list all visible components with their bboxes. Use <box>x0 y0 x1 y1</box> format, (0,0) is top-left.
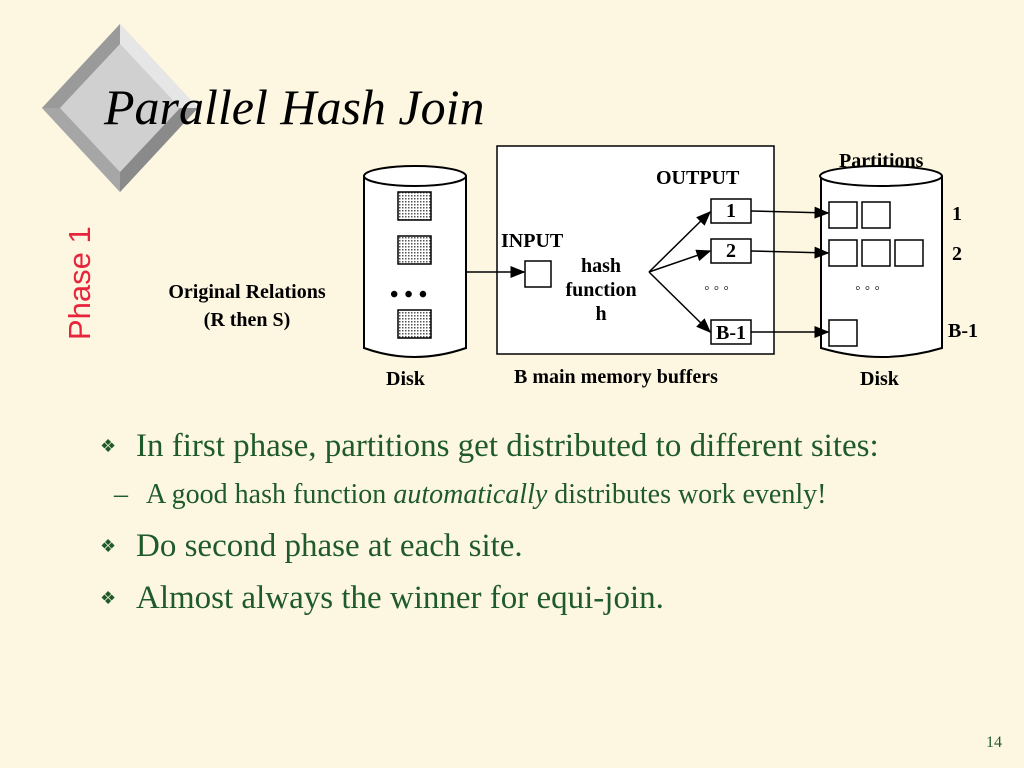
output-buffer-1 <box>710 198 752 224</box>
arrow-hash-to-out1 <box>648 210 712 273</box>
bullet-item: ❖ Almost always the winner for equi-join… <box>100 576 920 620</box>
partition-block <box>894 239 924 267</box>
arrow-hash-to-out2 <box>648 249 712 273</box>
relation-page-block <box>397 309 432 339</box>
right-disk-label: Disk <box>860 368 899 390</box>
diamond-bullet-icon: ❖ <box>100 436 117 456</box>
relation-page-block <box>397 235 432 265</box>
hash-join-diagram <box>363 145 943 358</box>
output-dots: ◦ ◦ ◦ <box>704 280 730 297</box>
input-buffer <box>524 260 552 288</box>
partition-label-b-1: B-1 <box>948 320 978 342</box>
input-label: INPUT <box>501 230 564 252</box>
left-disk <box>363 165 467 358</box>
partition-block <box>828 239 858 267</box>
left-disk-label: Disk <box>386 368 425 390</box>
page-number: 14 <box>986 734 1002 751</box>
arrow-out2-to-part <box>750 246 830 259</box>
diamond-logo <box>42 24 198 192</box>
slide-title: Parallel Hash Join <box>104 79 485 135</box>
bullet-item: ❖ In first phase, partitions get distrib… <box>100 424 920 468</box>
partition-label-2: 2 <box>952 243 962 265</box>
relation-dots: • • • <box>390 282 428 308</box>
partition-block <box>861 239 891 267</box>
hash-function-label: hash function h <box>565 255 637 325</box>
dash-bullet-icon: – <box>114 479 128 510</box>
partition-block <box>828 201 858 229</box>
output-buffer-2 <box>710 238 752 264</box>
original-relations-label: Original Relations (R then S) <box>168 281 326 331</box>
arrow-hash-to-outb1 <box>648 271 712 334</box>
bullet-item: ❖ Do second phase at each site. <box>100 524 920 568</box>
output-buffer-b-1-label: B-1 <box>716 322 746 344</box>
diamond-bullet-icon: ❖ <box>100 536 117 556</box>
partition-block <box>861 201 891 229</box>
relation-page-block <box>397 191 432 221</box>
sub-bullet-item: – A good hash function automatically dis… <box>100 476 920 514</box>
bullet-list: ❖ In first phase, partitions get distrib… <box>100 424 920 628</box>
output-buffer-2-label: 2 <box>726 240 736 262</box>
partition-block <box>828 319 858 347</box>
diamond-bullet-icon: ❖ <box>100 588 117 608</box>
partition-label-1: 1 <box>952 203 962 225</box>
partitions-label: Partitions <box>839 150 924 172</box>
output-label: OUTPUT <box>656 167 740 189</box>
arrow-out1-to-part <box>750 206 830 219</box>
memory-label: B main memory buffers <box>514 366 718 388</box>
output-buffer-1-label: 1 <box>726 200 736 222</box>
partition-dots: ◦ ◦ ◦ <box>855 280 881 297</box>
